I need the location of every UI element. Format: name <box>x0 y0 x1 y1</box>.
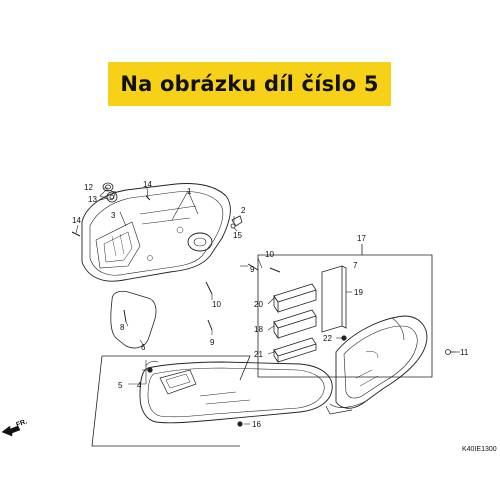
outer-cover-part-5 <box>139 360 333 424</box>
callout-numbers: 1 2 3 4 5 6 7 8 9 9 10 10 11 12 13 14 14… <box>72 180 469 429</box>
callout-20: 20 <box>254 300 263 309</box>
diagram-code: K40IE1300 <box>462 446 497 453</box>
callout-19: 19 <box>354 288 363 297</box>
callout-6: 6 <box>141 343 146 352</box>
duct-cover <box>325 315 428 415</box>
callout-16: 16 <box>252 420 261 429</box>
callout-18: 18 <box>254 325 263 334</box>
callout-5: 5 <box>118 381 123 390</box>
callout-9a: 9 <box>250 265 255 274</box>
callout-15: 15 <box>233 231 242 240</box>
callout-3: 3 <box>111 211 116 220</box>
callout-10a: 10 <box>265 250 274 259</box>
front-label: FR. <box>15 418 28 428</box>
callout-8: 8 <box>120 323 125 332</box>
banner-text: Na obrázku díl číslo 5 <box>120 72 379 96</box>
group-frame <box>91 355 251 447</box>
callout-22: 22 <box>323 334 332 343</box>
callout-9b: 9 <box>210 338 215 347</box>
callout-14b: 14 <box>72 216 81 225</box>
callout-2: 2 <box>241 206 246 215</box>
filter-kit-box <box>257 244 433 378</box>
crankcase-cover <box>81 183 231 282</box>
callout-13: 13 <box>88 195 97 204</box>
callout-4: 4 <box>137 381 142 390</box>
seal-and-bearing <box>102 182 118 203</box>
callout-17: 17 <box>357 234 366 243</box>
callout-12: 12 <box>84 183 93 192</box>
callout-10b: 10 <box>212 300 221 309</box>
callout-21: 21 <box>254 350 263 359</box>
title-banner: Na obrázku díl číslo 5 <box>108 62 391 106</box>
callout-11: 11 <box>460 348 469 357</box>
callout-7: 7 <box>353 261 358 270</box>
gasket <box>110 290 157 349</box>
leader-lines <box>75 187 460 425</box>
clip-part <box>230 215 243 229</box>
front-arrow: FR. <box>1 418 28 437</box>
screws <box>147 335 456 427</box>
filter-elements <box>273 265 347 364</box>
bolts <box>71 195 281 331</box>
callout-14a: 14 <box>143 180 152 189</box>
callout-1: 1 <box>187 187 192 196</box>
